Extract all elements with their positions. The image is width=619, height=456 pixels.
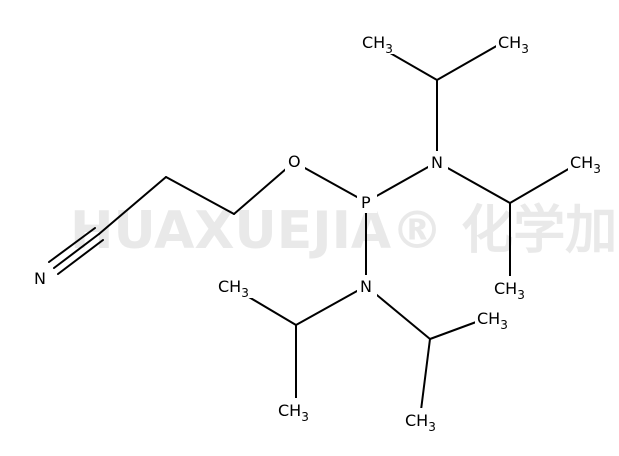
bond-n-lower-ch [295, 285, 367, 326]
watermark-text: HUAXUEJIA® 化学加 [70, 201, 617, 261]
bond-p-n-upper [365, 161, 438, 203]
bond-cn-triple-3 [57, 239, 104, 275]
bond-o-p [293, 161, 367, 203]
bond-c-c-2 [165, 176, 235, 215]
bond-cn-triple-2 [48, 227, 96, 263]
methyl-upper-right: CH3 [498, 33, 529, 56]
bond-ch2-me-r1 [509, 163, 578, 204]
methyl-lower-left: CH3 [218, 277, 249, 300]
methyl-lower-bottom-right: CH3 [405, 411, 436, 434]
methyl-lower-right: CH3 [477, 309, 508, 332]
methyl-upper-left: CH3 [362, 33, 393, 56]
bond-n-upper-ch2 [436, 161, 511, 204]
atom-lower-nitrogen: N [360, 277, 372, 296]
atom-phosphorus: P [361, 193, 371, 212]
atom-nitrile-nitrogen: N [34, 269, 46, 288]
bond-c-o [233, 161, 295, 215]
bond-ch-me-ur [436, 43, 501, 81]
atom-upper-nitrogen: N [431, 153, 443, 172]
bond-cn-triple-1 [53, 233, 100, 269]
atom-labels: N O P N N CH3 CH3 CH3 CH3 CH3 CH3 CH3 CH… [30, 30, 606, 434]
methyl-right-1: CH3 [570, 153, 601, 176]
bond-c-c-1 [98, 176, 167, 235]
atom-oxygen: O [288, 152, 301, 171]
methyl-lower-bottom: CH3 [278, 401, 309, 424]
bonds [48, 43, 578, 419]
methyl-right-2: CH3 [494, 279, 525, 302]
bond-ch2-me-lbb [419, 338, 431, 419]
